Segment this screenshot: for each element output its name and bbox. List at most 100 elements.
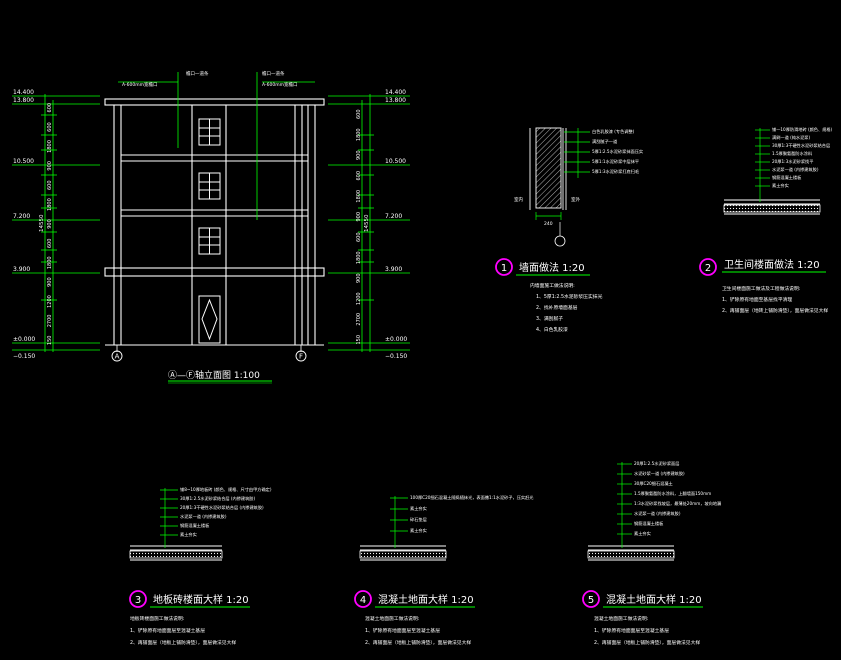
detail-3-number: 3 <box>135 595 141 606</box>
segment-label-right-6: 900 <box>356 212 362 222</box>
concrete5-layer-4: 1.5厚聚氨酯防水涂料，上翻墙面150mm <box>634 490 711 497</box>
segment-label-left-5: 600 <box>47 180 53 190</box>
detail-4-callout <box>354 590 372 608</box>
bath-layer-5: 20厚1:3水泥砂浆找平 <box>772 158 813 165</box>
segment-label-right-9: 900 <box>356 273 362 283</box>
segment-label-right-5: 1800 <box>356 190 362 203</box>
detail-1-title: 墙面做法 1:20 <box>519 261 585 274</box>
segment-label-right-3: 900 <box>356 150 362 160</box>
concrete5-layer-6: 水泥浆一道 (内掺建筑胶) <box>634 510 681 517</box>
wall-axis-bubble <box>554 235 566 247</box>
level-left-5: 3.900 <box>13 266 30 273</box>
tile-layer-5: 钢筋混凝土楼板 <box>180 522 210 529</box>
segment-label-right-4: 600 <box>356 171 362 181</box>
segment-label-left-3: 1800 <box>47 140 53 153</box>
detail-1-note-3: 3、满刮腻子 <box>536 315 563 322</box>
wall-label-inside: 室内 <box>514 196 523 203</box>
wall-dim: 240 <box>544 221 553 227</box>
detail-5-note-2: 2、再铺面层（地板上铺防滑垫），面层做法见大样 <box>594 639 700 646</box>
wall-section <box>535 127 562 209</box>
segment-label-left-1: 600 <box>47 103 53 113</box>
detail-3-note-head: 地板砖楼面施工做法说明: <box>130 615 185 622</box>
concrete5-layer-2: 水泥砂浆一道 (内掺建筑胶) <box>634 470 685 477</box>
detail-4-note-head: 混凝土地面施工做法说明: <box>365 615 420 622</box>
detail-2-number: 2 <box>705 263 711 274</box>
concrete5-layer-7: 钢筋混凝土楼板 <box>634 520 664 527</box>
detail-2-title: 卫生间楼面做法 1:20 <box>724 258 820 271</box>
wall-label-outside: 室外 <box>571 196 580 203</box>
grid-label-f: F <box>299 353 303 361</box>
detail-1-wall: 白色乳胶漆 (专色调整) 满刮腻子一道 5厚1:2.5水泥砂浆抹面压实 5厚1:… <box>495 127 643 333</box>
level-left-1: 14.400 <box>13 89 34 96</box>
level-right-1: 14.400 <box>385 89 406 96</box>
elevation-leaders <box>118 72 315 220</box>
level-right-5: 3.900 <box>385 266 402 273</box>
level-right-6: ±0.000 <box>385 336 407 343</box>
grid-bubble-a <box>111 350 123 362</box>
wall-layer-1: 白色乳胶漆 (专色调整) <box>592 128 635 135</box>
segment-label-left-10: 900 <box>47 277 53 287</box>
segment-label-left-13: 150 <box>47 336 53 346</box>
detail-5-number: 5 <box>588 595 594 606</box>
detail-5-note-head: 混凝土地面施工做法说明: <box>594 615 649 622</box>
tile-layer-1: 铺8~10厚地板砖 (颜色、规格、尺寸由甲方确定) <box>180 486 272 493</box>
segment-label-right-10: 1200 <box>356 292 362 305</box>
detail-3-note-2: 2、再铺面层（地板上铺防滑垫），面层做法见大样 <box>130 639 236 646</box>
tile-layer-2: 30厚1:2.5水泥砂浆结合层 (内掺建筑胶) <box>180 495 255 502</box>
concrete5-layer-8: 素土夯实 <box>634 530 651 537</box>
level-right-3: 10.500 <box>385 158 406 165</box>
left-dimension-lines <box>12 94 100 352</box>
detail-1-number: 1 <box>501 263 507 274</box>
detail-1-note-4: 4、白色乳胶漆 <box>536 326 568 333</box>
segment-label-left-4: 900 <box>47 161 53 171</box>
segment-label-left-9: 1800 <box>47 256 53 269</box>
bath-layer-2: 满刷一道 (纯水泥浆) <box>772 134 810 141</box>
concrete-slab-5 <box>587 550 675 559</box>
elevation-drawing: 檐口一道条 A-600mm宽檐口 檐口一道条 A-600mm宽檐口 <box>12 70 410 384</box>
segment-label-left-12: 2700 <box>47 315 53 328</box>
concrete4-layer-4: 素土夯实 <box>410 527 427 534</box>
detail-1-note-2: 2、找补原墙面基层 <box>536 304 578 311</box>
stair-windows <box>198 118 221 255</box>
level-left-3: 10.500 <box>13 158 34 165</box>
elevation-note-left-2: A-600mm宽檐口 <box>122 81 157 88</box>
tile-slab <box>129 550 223 559</box>
segment-label-left-6: 1800 <box>47 198 53 211</box>
level-left-7: −0.150 <box>13 353 35 360</box>
level-right-4: 7.200 <box>385 213 402 220</box>
concrete4-layer-3: 碎石垫层 <box>410 516 427 523</box>
bath-layer-8: 素土夯实 <box>772 182 789 189</box>
entrance-door <box>198 295 221 344</box>
total-height-left: 14550 <box>39 214 45 232</box>
segment-label-left-2: 600 <box>47 122 53 132</box>
segment-label-right-11: 2700 <box>356 313 362 326</box>
tile-layer-6: 素土夯实 <box>180 531 197 538</box>
segment-label-right-1: 600 <box>356 109 362 119</box>
wall-layer-2: 满刮腻子一道 <box>592 138 618 145</box>
levels-right: 14.400 13.800 10.500 7.200 3.900 ±0.000 … <box>385 89 407 360</box>
level-left-4: 7.200 <box>13 213 30 220</box>
detail-2-note-2: 2、再铺面层（地砖上铺防滑垫），面层做法见大样 <box>722 307 828 314</box>
detail-5-concrete-floor: 20厚1:2.5水泥砂浆面层 水泥砂浆一道 (内掺建筑胶) 30厚C20细石混凝… <box>582 460 721 646</box>
building-outline <box>104 98 325 346</box>
segment-labels-left: 6006001800900600180090060018009001200270… <box>47 103 53 345</box>
concrete5-layer-1: 20厚1:2.5水泥砂浆面层 <box>634 460 679 467</box>
detail-2-callout <box>699 258 717 276</box>
wall-layer-labels: 白色乳胶漆 (专色调整) 满刮腻子一道 5厚1:2.5水泥砂浆抹面压实 5厚1:… <box>592 128 643 175</box>
detail-4-concrete-floor: 100厚C20细石混凝土随捣随抹光，表面撒1:1水泥砂子，压实赶光 素土夯实 碎… <box>354 494 534 646</box>
elevation-title: Ⓐ—Ⓕ轴立面图 1:100 <box>168 369 260 381</box>
segment-labels-right: 6001800900600180090060018009001200270015… <box>356 109 362 344</box>
segment-label-right-12: 150 <box>356 335 362 345</box>
segment-label-left-11: 1200 <box>47 295 53 308</box>
bath-layer-3: 30厚1:3干硬性水泥砂浆结合层 <box>772 142 830 149</box>
grid-label-a: A <box>115 353 120 361</box>
detail-1-callout <box>495 258 513 276</box>
bath-layer-4: 1.5厚聚氨酯防水涂料 <box>772 150 813 157</box>
detail-3-title: 地板砖楼面大样 1:20 <box>153 593 249 606</box>
concrete5-layer-5: 1:3水泥砂浆找坡层，最薄处20mm，坡向地漏 <box>634 500 721 507</box>
tile-layer-4: 水泥浆一道 (内掺建筑胶) <box>180 513 227 520</box>
concrete5-layer-3: 30厚C20细石混凝土 <box>634 480 673 487</box>
concrete4-layer-2: 素土夯实 <box>410 505 427 512</box>
elevation-note-right-2: A-600mm宽檐口 <box>262 81 297 88</box>
detail-3-note-1: 1、铲除原有地面面层至混凝土基层 <box>130 627 205 634</box>
